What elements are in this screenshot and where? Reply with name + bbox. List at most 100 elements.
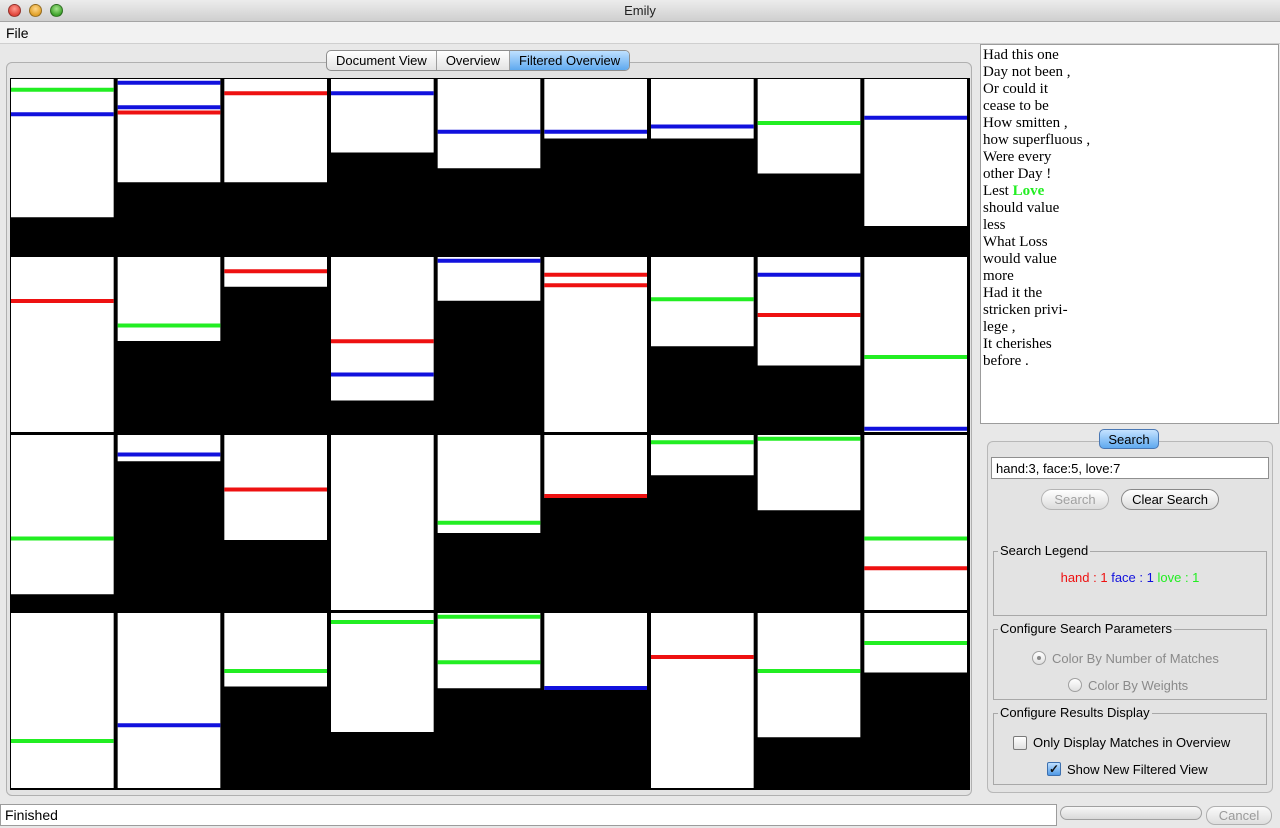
close-window-icon[interactable]	[8, 4, 21, 17]
poem-block[interactable]	[757, 257, 861, 366]
tab-filtered-overview[interactable]: Filtered Overview	[510, 51, 630, 70]
love-match-line	[11, 87, 114, 92]
poem-block[interactable]	[224, 257, 327, 287]
tab-search[interactable]: Search	[1099, 429, 1159, 449]
legend-hand: hand : 1	[1060, 570, 1108, 585]
poem-block[interactable]	[864, 435, 967, 610]
poem-block[interactable]	[544, 435, 647, 498]
only-display-checkbox[interactable]	[1013, 736, 1027, 750]
highlighted-word[interactable]: Love	[1012, 183, 1045, 199]
poem-line: should value	[983, 200, 1060, 216]
poem-block[interactable]	[864, 257, 967, 432]
clear-search-button[interactable]: Clear Search	[1121, 489, 1219, 510]
poem-block[interactable]	[11, 257, 114, 432]
poem-block[interactable]	[544, 79, 647, 139]
show-new-view-label: Show New Filtered View	[1067, 762, 1208, 777]
menu-file[interactable]: File	[6, 25, 29, 41]
love-match-line	[437, 520, 541, 525]
face-match-line	[117, 80, 221, 85]
poem-block[interactable]	[651, 79, 754, 139]
poem-line: Lest Love	[983, 183, 1045, 199]
poem-block[interactable]	[117, 257, 221, 341]
poem-block-page	[864, 257, 967, 432]
tab-document-view[interactable]: Document View	[327, 51, 437, 70]
poem-block-page	[11, 613, 114, 788]
poem-block[interactable]	[331, 257, 434, 401]
poem-line: would value	[983, 251, 1057, 267]
poem-block[interactable]	[757, 435, 861, 511]
face-match-line	[117, 105, 221, 110]
poem-block-page	[757, 613, 861, 738]
love-match-line	[437, 614, 541, 619]
show-new-view-checkbox[interactable]: ✓	[1047, 762, 1061, 776]
poem-block-page	[437, 435, 541, 533]
hand-match-line	[864, 566, 967, 571]
love-match-line	[117, 323, 221, 328]
minimize-window-icon[interactable]	[29, 4, 42, 17]
color-by-weights-radio[interactable]	[1068, 678, 1082, 692]
search-legend: hand : 1 face : 1 love : 1	[994, 570, 1266, 585]
poem-block[interactable]	[437, 613, 541, 689]
poem-block[interactable]	[331, 435, 434, 610]
poem-block[interactable]	[224, 79, 327, 183]
filtered-overview-grid[interactable]	[10, 78, 970, 790]
poem-block[interactable]	[224, 613, 327, 687]
face-match-line	[11, 112, 114, 117]
poem-block[interactable]	[117, 613, 221, 788]
poem-block-page	[331, 257, 434, 401]
poem-line: How smitten ,	[983, 115, 1068, 131]
poem-block-page	[544, 613, 647, 690]
poem-block-page	[117, 435, 221, 462]
overview-canvas[interactable]	[10, 78, 970, 790]
poem-block[interactable]	[437, 435, 541, 533]
poem-block-page	[224, 613, 327, 687]
poem-block[interactable]	[117, 79, 221, 183]
love-match-line	[331, 620, 434, 624]
poem-line: Day not been ,	[983, 64, 1071, 80]
search-legend-title: Search Legend	[998, 543, 1091, 558]
poem-block[interactable]	[757, 613, 861, 738]
hand-match-line	[651, 655, 754, 659]
poem-block[interactable]	[651, 257, 754, 347]
love-match-line	[651, 440, 754, 445]
poem-line: more	[983, 268, 1014, 284]
poem-line: Had it the	[983, 285, 1043, 301]
poem-block[interactable]	[544, 257, 647, 432]
poem-block-page	[437, 79, 541, 169]
hand-match-line	[11, 299, 114, 303]
poem-block-page	[437, 257, 541, 301]
color-by-matches-radio[interactable]	[1032, 651, 1046, 665]
poem-block[interactable]	[757, 79, 861, 174]
status-field: Finished	[0, 804, 1057, 826]
poem-block[interactable]	[331, 79, 434, 153]
poem-line: Or could it	[983, 81, 1048, 97]
love-match-line	[757, 669, 861, 673]
love-match-line	[224, 669, 327, 673]
poem-line: Had this one	[983, 47, 1059, 63]
poem-block[interactable]	[11, 435, 114, 595]
poem-block[interactable]	[437, 79, 541, 169]
poem-block[interactable]	[11, 79, 114, 218]
love-match-line	[757, 436, 861, 441]
search-button[interactable]: Search	[1041, 489, 1109, 510]
hand-match-line	[117, 110, 221, 115]
poem-block[interactable]	[117, 435, 221, 462]
face-match-line	[757, 272, 861, 277]
poem-block-page	[331, 79, 434, 153]
love-match-line	[864, 355, 967, 359]
zoom-window-icon[interactable]	[50, 4, 63, 17]
poem-block[interactable]	[437, 257, 541, 301]
poem-block[interactable]	[864, 613, 967, 673]
poem-block[interactable]	[11, 613, 114, 788]
poem-block[interactable]	[651, 613, 754, 788]
poem-block[interactable]	[331, 613, 434, 732]
poem-block[interactable]	[864, 79, 967, 226]
cancel-button[interactable]: Cancel	[1206, 806, 1272, 825]
poem-block[interactable]	[651, 435, 754, 476]
poem-line: stricken privi-	[983, 302, 1068, 318]
tab-overview[interactable]: Overview	[437, 51, 510, 70]
search-input[interactable]	[991, 457, 1269, 479]
poem-block[interactable]	[224, 435, 327, 540]
poem-block[interactable]	[544, 613, 647, 690]
